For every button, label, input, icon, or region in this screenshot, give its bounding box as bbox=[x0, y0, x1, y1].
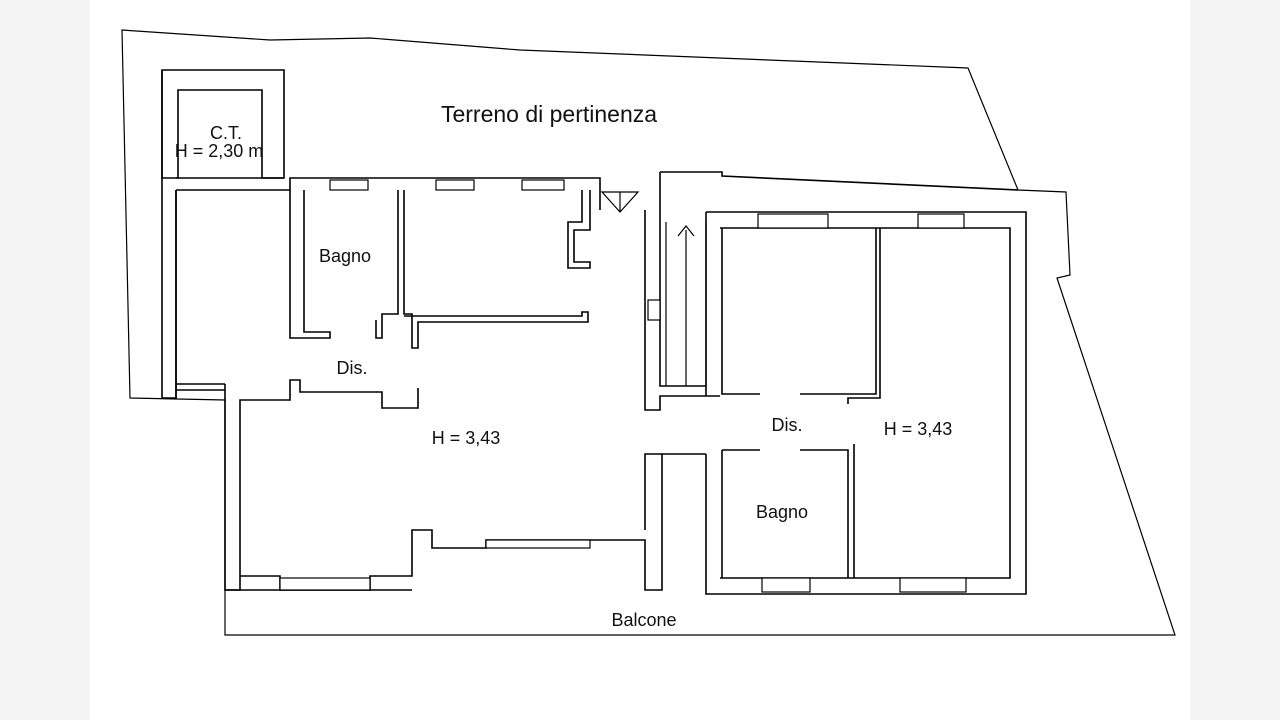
bagno-left bbox=[289, 190, 589, 349]
plan-sheet bbox=[90, 0, 1190, 720]
height-right-label: H = 3,43 bbox=[884, 419, 953, 439]
left-windows bbox=[279, 179, 591, 591]
right-unit-walls bbox=[705, 211, 1027, 595]
dis-right-label: Dis. bbox=[772, 415, 803, 435]
balcone-label: Balcone bbox=[611, 610, 676, 630]
dis-left-label: Dis. bbox=[337, 358, 368, 378]
ct-room bbox=[161, 69, 285, 399]
ct-label: C.T. bbox=[210, 123, 242, 143]
ct-height-label: H = 2,30 m bbox=[175, 141, 264, 161]
kitchen-wall bbox=[567, 190, 591, 269]
height-left-label: H = 3,43 bbox=[432, 428, 501, 448]
bagno-left-label: Bagno bbox=[319, 246, 371, 266]
bagno-right-label: Bagno bbox=[756, 502, 808, 522]
left-unit-walls bbox=[175, 177, 663, 591]
right-windows bbox=[757, 213, 967, 593]
plot-title: Terreno di pertinenza bbox=[441, 101, 657, 127]
